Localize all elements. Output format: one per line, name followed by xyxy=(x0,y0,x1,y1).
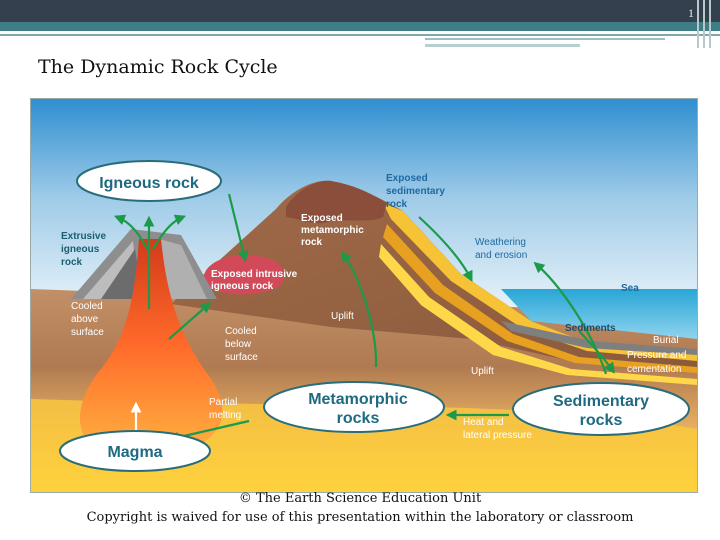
arrow xyxy=(578,330,615,374)
uplift-upper-label: Uplift xyxy=(331,311,354,322)
exposed-sed-label-1: Exposed xyxy=(386,173,428,184)
arrow xyxy=(341,251,378,368)
arrow xyxy=(152,214,187,250)
caption-line-1: © The Earth Science Education Unit xyxy=(238,491,482,506)
volcano-layer xyxy=(101,249,143,299)
decorative-bar xyxy=(703,0,705,48)
intrusive-igneous-rock xyxy=(203,254,285,295)
arrow xyxy=(533,261,608,375)
uplift-lower-label: Uplift xyxy=(471,366,494,377)
arrow xyxy=(168,301,212,340)
sedimentary-label-2: rocks xyxy=(580,412,623,429)
igneous-rock-label: Igneous rock xyxy=(99,175,199,192)
sedimentary-layer xyxy=(383,203,697,361)
burial-label: Burial xyxy=(653,335,679,346)
exposed-meta-label-1: Exposed xyxy=(301,213,343,224)
exposed-meta-label-3: rock xyxy=(301,237,323,248)
caption-line-2: Copyright is waived for use of this pres… xyxy=(86,510,634,525)
partial-melting-label-2: melting xyxy=(209,410,241,421)
sedimentary-layer xyxy=(379,244,697,385)
magma-chamber xyxy=(79,239,223,451)
weathering-label-1: Weathering xyxy=(475,237,526,248)
volcano-layer xyxy=(159,239,207,299)
decorative-bar xyxy=(697,0,699,48)
mountain xyxy=(171,180,697,369)
arrow xyxy=(113,214,148,250)
arrow xyxy=(418,216,473,282)
decorative-line xyxy=(0,34,720,36)
igneous-oval: Igneous rock xyxy=(76,160,222,202)
slide-number: 1 xyxy=(688,6,694,20)
magma-label: Magma xyxy=(107,444,162,461)
decorative-bar xyxy=(709,0,711,48)
top-banner xyxy=(0,0,720,22)
exposed-sed-label-3: rock xyxy=(386,199,408,210)
cooled-above-label-3: surface xyxy=(71,327,104,338)
pressure-label-2: cementation xyxy=(627,364,681,375)
exposed-intrusive-label-1: Exposed intrusive xyxy=(211,269,298,280)
heat-label-2: lateral pressure xyxy=(463,430,532,441)
partial-melting-label-1: Partial xyxy=(209,397,237,408)
cooled-above-label-2: above xyxy=(71,314,99,325)
decorative-line xyxy=(425,44,580,47)
exposed-meta-label-2: metamorphic xyxy=(301,225,364,236)
top-banner-stripe xyxy=(0,22,720,31)
metamorphic-label-2: rocks xyxy=(337,410,380,427)
extrusive-label-3: rock xyxy=(61,257,83,268)
cooled-above-label-1: Cooled xyxy=(71,301,103,312)
cooled-below-label-1: Cooled xyxy=(225,326,257,337)
metamorphic-label-1: Metamorphic xyxy=(308,391,408,408)
sediments-label: Sediments xyxy=(565,323,616,334)
sedimentary-layer xyxy=(383,224,697,373)
rock-cycle-diagram: Igneous rock Metamorphic rocks Sedimenta… xyxy=(30,98,698,493)
sediments-layer xyxy=(501,321,697,355)
metamorphic-outcrop xyxy=(286,180,387,224)
sedimentary-label-1: Sedimentary xyxy=(553,393,649,410)
heat-label-1: Heat and xyxy=(463,417,504,428)
weathering-label-2: and erosion xyxy=(475,250,527,261)
metamorphic-oval: Metamorphic rocks xyxy=(263,381,445,433)
pressure-label-1: Pressure and xyxy=(627,350,686,361)
cooled-below-label-2: below xyxy=(225,339,252,350)
sedimentary-oval: Sedimentary rocks xyxy=(512,382,690,436)
sea-label: Sea xyxy=(621,283,639,294)
exposed-sed-label-2: sedimentary xyxy=(386,186,445,197)
sea xyxy=(501,289,697,339)
cooled-below-label-3: surface xyxy=(225,352,258,363)
exposed-intrusive-label-2: igneous rock xyxy=(211,281,274,292)
arrow xyxy=(227,193,249,263)
magma-oval: Magma xyxy=(59,430,211,472)
extrusive-label-2: igneous xyxy=(61,244,100,255)
extrusive-label-1: Extrusive xyxy=(61,231,106,242)
decorative-line xyxy=(425,38,665,40)
slide-title: The Dynamic Rock Cycle xyxy=(38,56,278,78)
